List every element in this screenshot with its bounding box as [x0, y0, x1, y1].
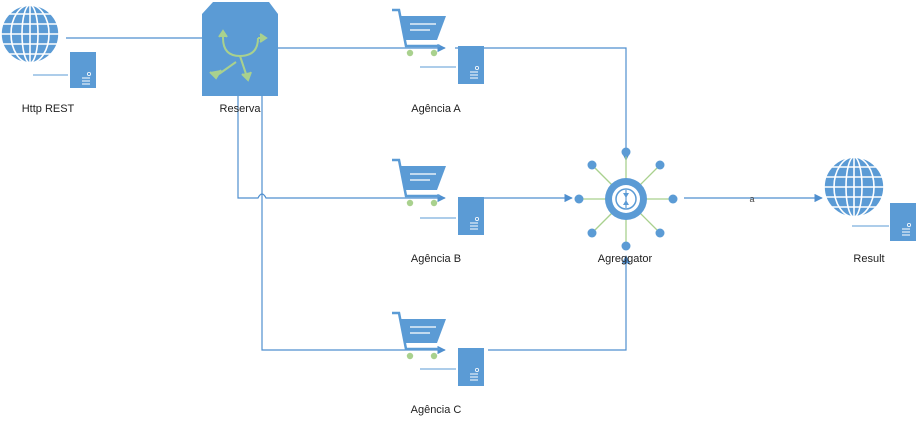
aggregator-node[interactable] — [574, 147, 678, 251]
edge-agencia-a-to-aggregator — [455, 47, 631, 161]
server-icon — [70, 52, 96, 88]
globe-icon — [823, 156, 885, 218]
label-result: Result — [853, 253, 885, 265]
label-agencia-a: Agência A — [411, 103, 461, 115]
server-icon — [458, 197, 484, 235]
reserva-node[interactable] — [202, 2, 278, 96]
server-icon — [458, 348, 484, 386]
router-icon — [202, 2, 278, 96]
label-agencia-c: Agência C — [410, 404, 462, 416]
server-icon — [890, 203, 916, 241]
agencia-a-node[interactable] — [392, 8, 484, 84]
server-icon — [458, 46, 484, 84]
aggregator-hub-icon — [574, 147, 678, 251]
shopping-cart-icon — [392, 8, 446, 57]
label-agencia-b: Agência B — [410, 253, 462, 265]
agencia-c-node[interactable] — [392, 311, 484, 386]
agencia-b-node[interactable] — [392, 158, 484, 235]
label-aggregator: Agreggator — [597, 253, 653, 265]
result-node[interactable] — [823, 156, 916, 241]
http-rest-node[interactable] — [0, 4, 96, 88]
shopping-cart-icon — [392, 311, 446, 360]
label-reserva: Reserva — [219, 103, 261, 115]
connectors — [66, 33, 823, 355]
edge-label-a: a — [749, 194, 754, 204]
edge-agencia-c-to-aggregator — [488, 255, 631, 351]
shopping-cart-icon — [392, 158, 446, 207]
edge-reserva-to-agencia-c — [261, 96, 446, 355]
label-http-rest: Http REST — [21, 103, 75, 115]
globe-icon — [0, 4, 60, 64]
